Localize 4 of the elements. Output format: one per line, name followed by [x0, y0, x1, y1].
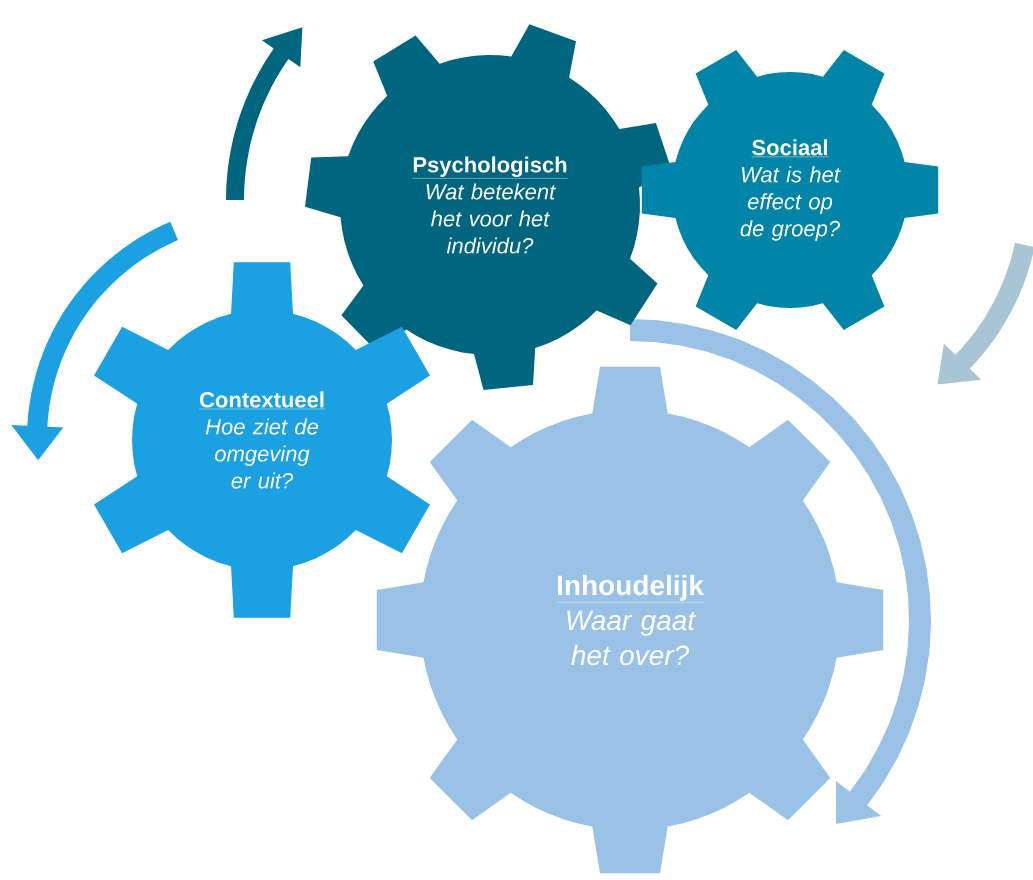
gear: Sociaal Wat is het effect op de groep?: [641, 50, 939, 330]
gear: Inhoudelijk Waar gaat het over?: [376, 366, 884, 874]
gear: Contextueel Hoe ziet de omgeving er uit?: [94, 262, 430, 618]
gear: Psychologisch Wat betekent het voor het individu?: [305, 24, 672, 390]
